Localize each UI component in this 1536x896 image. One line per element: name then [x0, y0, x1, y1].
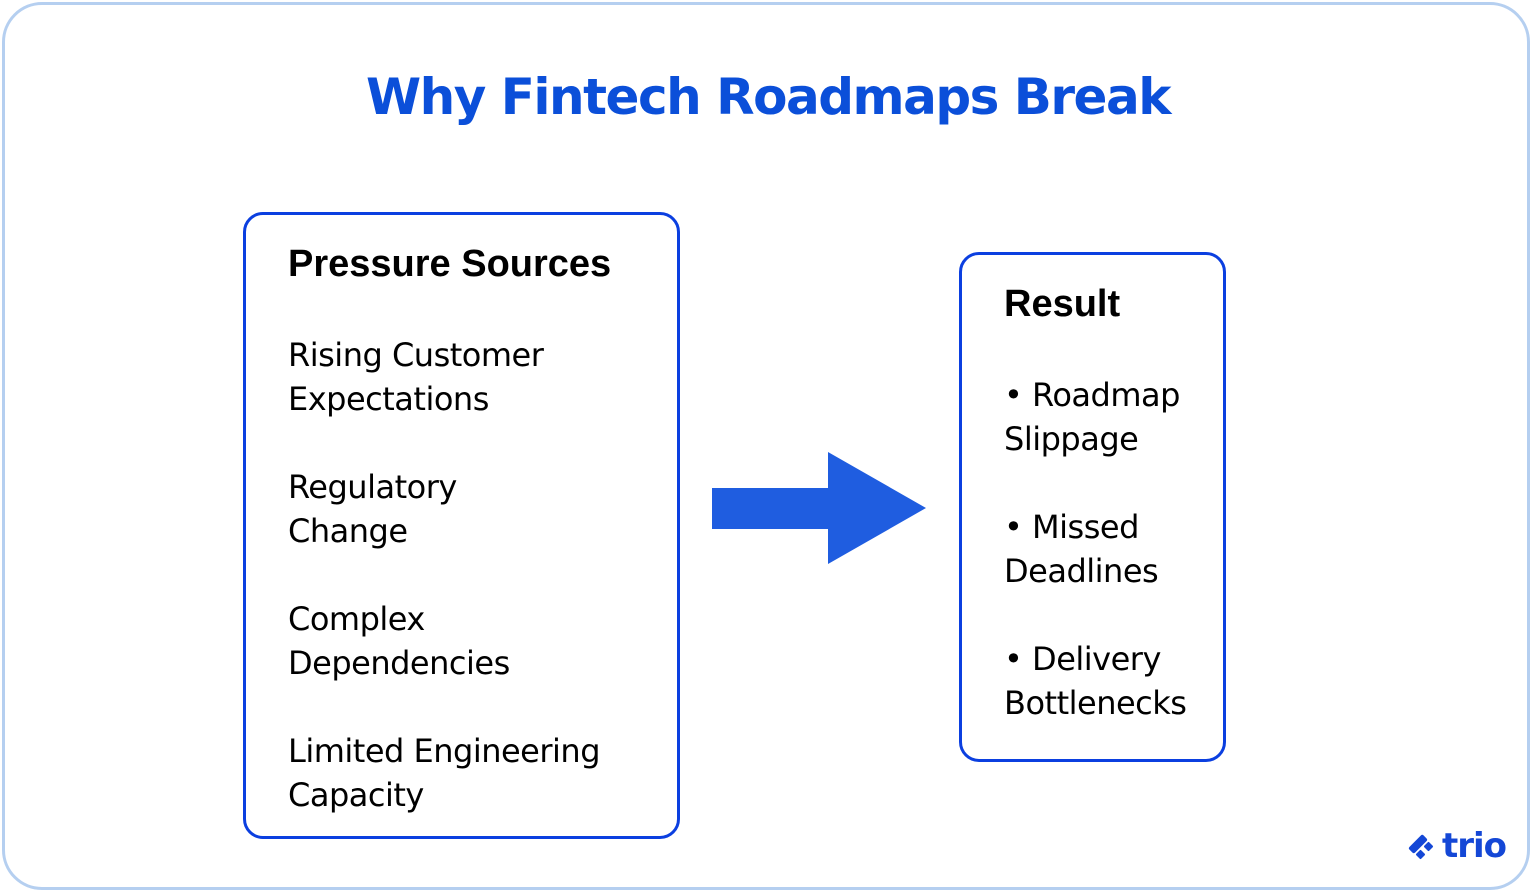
- pressure-source-item: Rising Customer Expectations: [288, 336, 544, 418]
- pressure-source-item: Limited Engineering Capacity: [288, 732, 601, 814]
- arrow-right-icon: [712, 452, 926, 564]
- diagram-title: Why Fintech Roadmaps Break: [366, 68, 1171, 126]
- pressure-sources-heading: Pressure Sources: [288, 243, 612, 285]
- result-box: Result • Roadmap Slippage • Missed Deadl…: [959, 252, 1226, 762]
- result-item: • Roadmap Slippage: [1004, 376, 1180, 458]
- pressure-source-item: Complex Dependencies: [288, 600, 510, 682]
- result-heading: Result: [1004, 283, 1121, 325]
- trio-logo-text: trio: [1442, 826, 1507, 866]
- trio-logo: trio: [1406, 826, 1507, 866]
- pressure-source-item: Regulatory Change: [288, 468, 457, 550]
- result-item: • Delivery Bottlenecks: [1004, 640, 1187, 722]
- result-item: • Missed Deadlines: [1004, 508, 1159, 590]
- pressure-sources-box: Pressure Sources Rising Customer Expecta…: [243, 212, 680, 839]
- trio-logo-icon: [1408, 834, 1434, 860]
